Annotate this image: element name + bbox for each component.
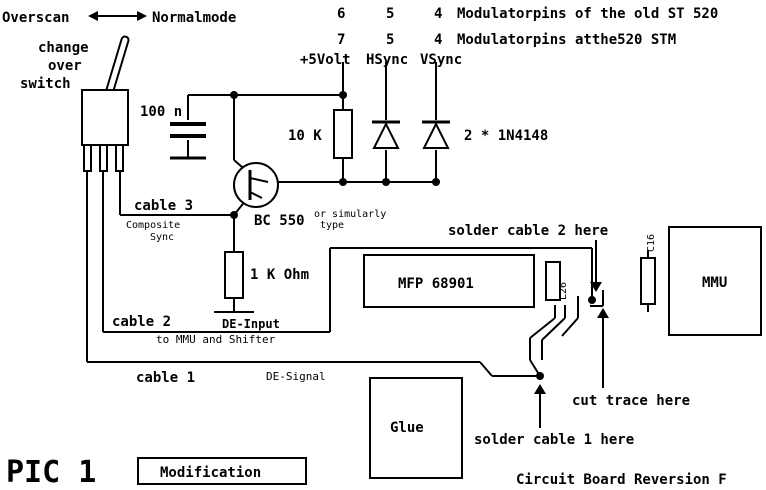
switch-label-2: over [48, 58, 82, 74]
solder1-arrow [534, 384, 546, 428]
c16-label: C16 [646, 234, 657, 252]
transistor-note-2: type [320, 220, 344, 231]
l26-label: L26 [558, 282, 569, 300]
board-revision-label: Circuit Board Reversion F [516, 472, 727, 488]
diodes-label: 2 * 1N4148 [464, 128, 548, 144]
inductor-l26 [545, 261, 561, 301]
glue-label: Glue [390, 420, 424, 436]
hsync-label: HSync [366, 52, 408, 68]
solder-cable2-note: solder cable 2 here [448, 223, 608, 239]
switch-label-3: switch [20, 76, 71, 92]
changeover-switch [81, 35, 130, 172]
cable1-label: cable 1 [136, 370, 195, 386]
pin-stm-4: 4 [434, 32, 442, 48]
pin-old-4: 4 [434, 6, 442, 22]
diode-hsync [372, 120, 400, 149]
plus5v-label: +5Volt [300, 52, 351, 68]
glue-chip [369, 377, 463, 479]
mmu-chip [668, 226, 762, 336]
vsync-label: VSync [420, 52, 462, 68]
mfp-label: MFP 68901 [398, 276, 474, 292]
de-signal-label: DE-Signal [266, 370, 326, 383]
to-mmu-label: to MMU and Shifter [156, 333, 276, 346]
pins-old-caption: Modulatorpins of the old ST 520 [457, 6, 718, 22]
resistor-10k [333, 109, 353, 159]
cable2-label: cable 2 [112, 314, 171, 330]
pic-label: PIC 1 [6, 455, 96, 490]
switch-label-1: change [38, 40, 89, 56]
mmu-label: MMU [702, 275, 727, 291]
capacitor-label: 100 n [140, 104, 182, 120]
cut-trace-note: cut trace here [572, 393, 690, 409]
solder2-arrow [590, 240, 602, 292]
pin-stm-5: 5 [386, 32, 394, 48]
resistor-1k-label: 1 K Ohm [250, 267, 309, 283]
transistor-note-1: or simularly [314, 209, 386, 220]
overscan-label: Overscan [2, 10, 69, 26]
transistor-label: BC 550 [254, 213, 305, 229]
transistor-bc550 [233, 162, 279, 208]
composite-label: Composite [126, 220, 180, 231]
junction-dots [230, 91, 596, 380]
pin-old-6: 6 [337, 6, 345, 22]
solder-cable1-note: solder cable 1 here [474, 432, 634, 448]
mode-arrow [88, 11, 147, 21]
pins-stm-caption: Modulatorpins atthe520 STM [457, 32, 676, 48]
pin-stm-7: 7 [337, 32, 345, 48]
diode-vsync [422, 120, 450, 149]
normalmode-label: Normalmode [152, 10, 236, 26]
mfp-chip [363, 254, 535, 308]
modification-label: Modification [160, 465, 261, 481]
de-input-label: DE-Input [222, 317, 280, 331]
pin-old-5: 5 [386, 6, 394, 22]
resistor-10k-label: 10 K [288, 128, 322, 144]
modification-box [137, 457, 307, 485]
sync-label: Sync [150, 232, 174, 243]
capacitor-100n [170, 122, 206, 160]
resistor-1k [224, 251, 244, 299]
cut-trace-arrow [597, 308, 609, 388]
capacitor-c16 [640, 257, 656, 305]
cable3-label: cable 3 [134, 198, 193, 214]
